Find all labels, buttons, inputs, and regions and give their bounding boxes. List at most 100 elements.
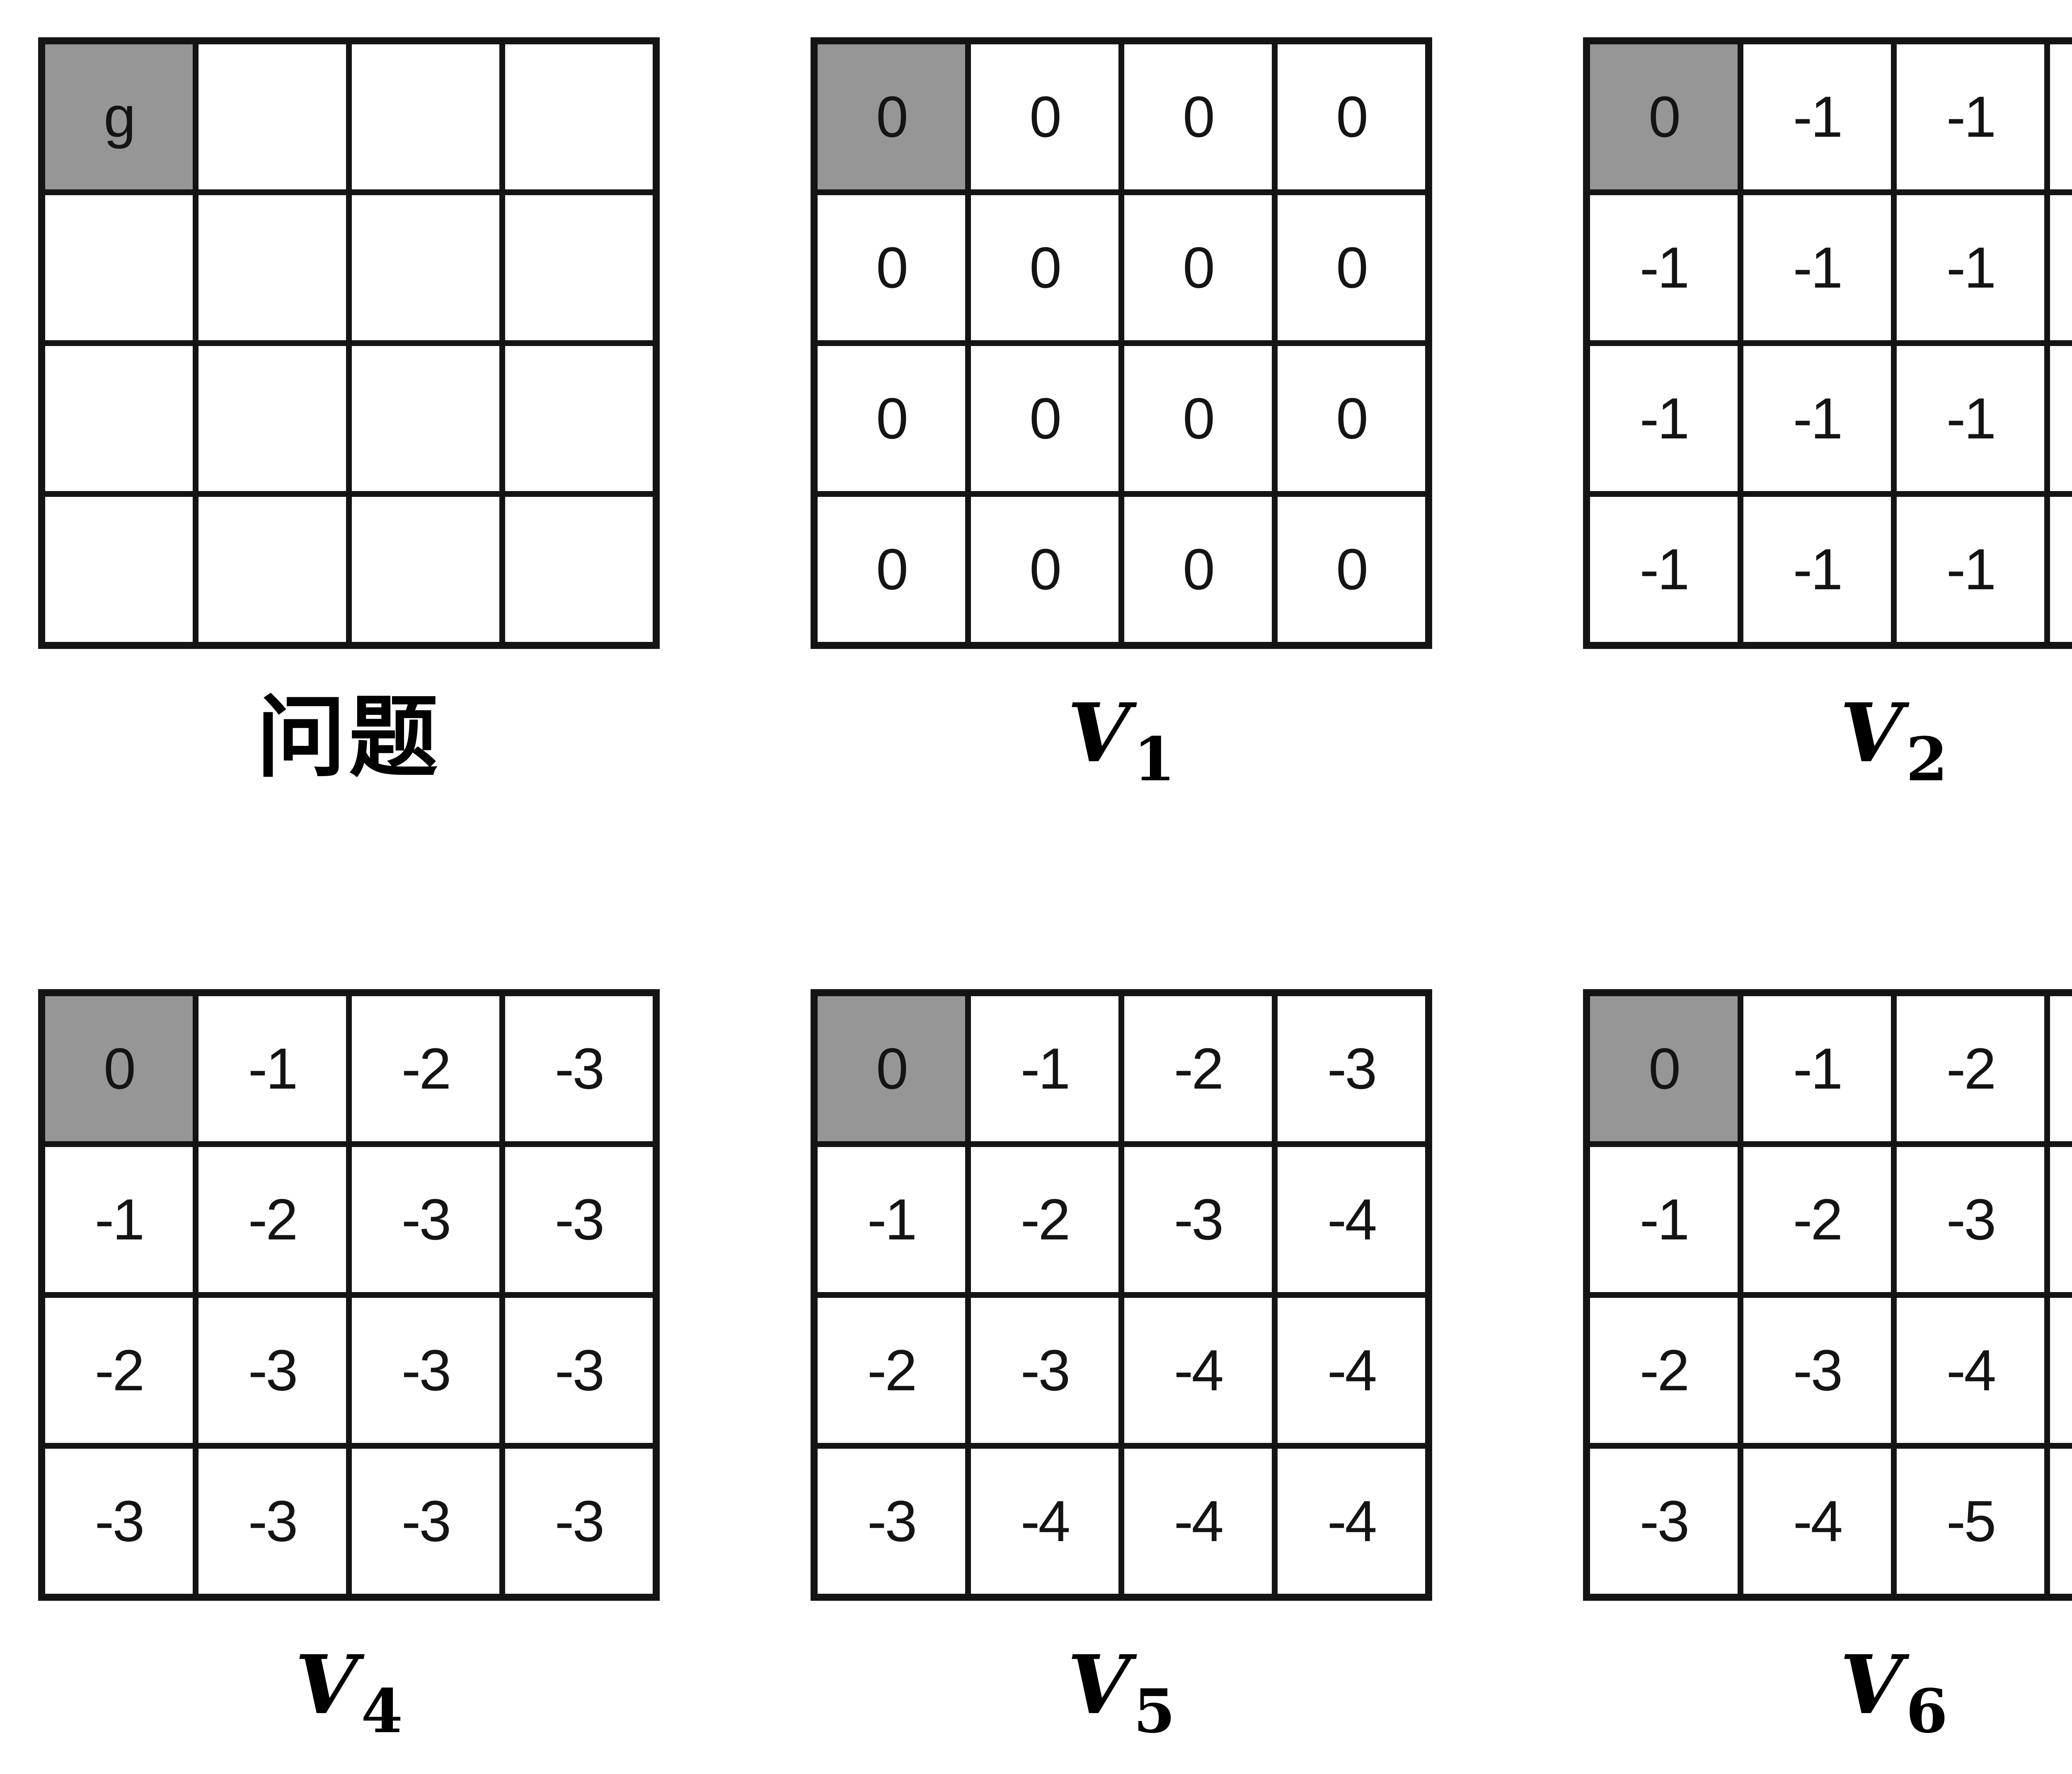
grid-cell xyxy=(352,497,499,642)
grid-v4: 0-1-2-3-1-2-3-3-2-3-3-3-3-3-3-3 xyxy=(38,989,660,1601)
grid-cell: 0 xyxy=(971,346,1118,491)
panel-v5: 0-1-2-3-1-2-3-4-2-3-4-4-3-4-4-4 V5 xyxy=(811,989,1432,1742)
grid-cell: -1 xyxy=(2050,195,2072,340)
goal-cell: 0 xyxy=(45,996,193,1141)
grid-cell: -2 xyxy=(45,1298,193,1443)
grid-cell: -2 xyxy=(198,1147,346,1292)
grid-cell: -1 xyxy=(1743,996,1891,1141)
grid-cell: -3 xyxy=(352,1449,499,1594)
grid-cell: -3 xyxy=(505,996,653,1141)
grid-cell: -1 xyxy=(1897,346,2044,491)
caption-v4-text: V xyxy=(295,1637,358,1732)
grid-v5: 0-1-2-3-1-2-3-4-2-3-4-4-3-4-4-4 xyxy=(811,989,1432,1601)
grid-cell: -3 xyxy=(505,1449,653,1594)
grid-cell: -1 xyxy=(1590,497,1738,642)
figure-row-bottom: 0-1-2-3-1-2-3-3-2-3-3-3-3-3-3-3 V4 0-1-2… xyxy=(38,989,2072,1742)
grid-cell: 0 xyxy=(1278,346,1425,491)
caption-v4-sub: 4 xyxy=(361,1676,403,1747)
grid-cell: -1 xyxy=(1743,346,1891,491)
caption-v4: V4 xyxy=(295,1644,403,1742)
grid-cell: -3 xyxy=(352,1147,499,1292)
grid-cell: -2 xyxy=(818,1298,965,1443)
panel-v4: 0-1-2-3-1-2-3-3-2-3-3-3-3-3-3-3 V4 xyxy=(38,989,660,1742)
grid-cell: -2 xyxy=(1743,1147,1891,1292)
grid-cell: -1 xyxy=(1743,497,1891,642)
panel-problem: g 问题 xyxy=(38,37,660,790)
grid-cell: -1 xyxy=(2050,497,2072,642)
grid-cell: -2 xyxy=(1124,996,1272,1141)
grid-cell: 0 xyxy=(971,497,1118,642)
grid-cell: -2 xyxy=(1590,1298,1738,1443)
caption-v1: V1 xyxy=(1067,692,1175,790)
grid-v6: 0-1-2-3-1-2-3-4-2-3-4-5-3-4-5-5 xyxy=(1583,989,2072,1601)
grid-cell: -3 xyxy=(45,1449,193,1594)
grid-cell xyxy=(45,195,193,340)
grid-cell: -3 xyxy=(1278,996,1425,1141)
caption-v2: V2 xyxy=(1840,692,1948,790)
grid-cell: -1 xyxy=(1897,195,2044,340)
grid-cell: -3 xyxy=(1590,1449,1738,1594)
grid-cell: -3 xyxy=(2050,996,2072,1141)
grid-cell xyxy=(45,497,193,642)
goal-cell: 0 xyxy=(818,44,965,189)
grid-cell: -1 xyxy=(2050,346,2072,491)
grid-cell: -5 xyxy=(1897,1449,2044,1594)
grid-cell: -3 xyxy=(505,1298,653,1443)
grid-cell: -4 xyxy=(1743,1449,1891,1594)
grid-cell: -5 xyxy=(2050,1449,2072,1594)
grid-cell: -1 xyxy=(971,996,1118,1141)
caption-v2-text: V xyxy=(1840,685,1903,780)
grid-cell: -4 xyxy=(1278,1449,1425,1594)
caption-v5-text: V xyxy=(1067,1637,1130,1732)
grid-cell xyxy=(505,497,653,642)
panel-v2: 0-1-1-1-1-1-1-1-1-1-1-1-1-1-1-1 V2 xyxy=(1583,37,2072,790)
grid-cell xyxy=(198,346,346,491)
grid-cell: -3 xyxy=(505,1147,653,1292)
grid-cell: -3 xyxy=(818,1449,965,1594)
grid-cell: 0 xyxy=(971,44,1118,189)
caption-v5: V5 xyxy=(1067,1644,1175,1742)
grid-cell xyxy=(352,44,499,189)
grid-cell: -1 xyxy=(1590,1147,1738,1292)
grid-cell: 0 xyxy=(1124,497,1272,642)
grid-cell: 0 xyxy=(1124,44,1272,189)
grid-cell: -2 xyxy=(971,1147,1118,1292)
caption-v6-text: V xyxy=(1840,1637,1903,1732)
grid-cell: -4 xyxy=(1278,1298,1425,1443)
grid-cell: -2 xyxy=(1897,996,2044,1141)
grid-cell: -3 xyxy=(1743,1298,1891,1443)
grid-cell: -3 xyxy=(198,1449,346,1594)
caption-v5-sub: 5 xyxy=(1133,1676,1176,1747)
grid-cell: -1 xyxy=(45,1147,193,1292)
grid-cell xyxy=(352,346,499,491)
grid-cell: -4 xyxy=(2050,1147,2072,1292)
grid-cell: -1 xyxy=(2050,44,2072,189)
grid-cell: -1 xyxy=(1590,195,1738,340)
grid-cell xyxy=(505,195,653,340)
grid-v2: 0-1-1-1-1-1-1-1-1-1-1-1-1-1-1-1 xyxy=(1583,37,2072,649)
grid-cell: -2 xyxy=(352,996,499,1141)
grid-cell: -1 xyxy=(1897,44,2044,189)
caption-v6: V6 xyxy=(1840,1644,1948,1742)
grid-cell: -1 xyxy=(198,996,346,1141)
caption-problem: 问题 xyxy=(257,692,441,782)
grid-cell: -1 xyxy=(1743,195,1891,340)
panel-v6: 0-1-2-3-1-2-3-4-2-3-4-5-3-4-5-5 V6 xyxy=(1583,989,2072,1742)
grid-cell: 0 xyxy=(1278,44,1425,189)
grid-cell: -1 xyxy=(1897,497,2044,642)
grid-cell: -3 xyxy=(198,1298,346,1443)
grid-cell: -4 xyxy=(1124,1298,1272,1443)
goal-cell: 0 xyxy=(818,996,965,1141)
grid-cell: -3 xyxy=(1124,1147,1272,1292)
grid-cell xyxy=(505,346,653,491)
grid-cell xyxy=(198,44,346,189)
grid-cell: -3 xyxy=(352,1298,499,1443)
caption-problem-text: 问题 xyxy=(257,685,441,789)
grid-cell: -1 xyxy=(818,1147,965,1292)
grid-cell xyxy=(198,497,346,642)
goal-cell: g xyxy=(45,44,193,189)
